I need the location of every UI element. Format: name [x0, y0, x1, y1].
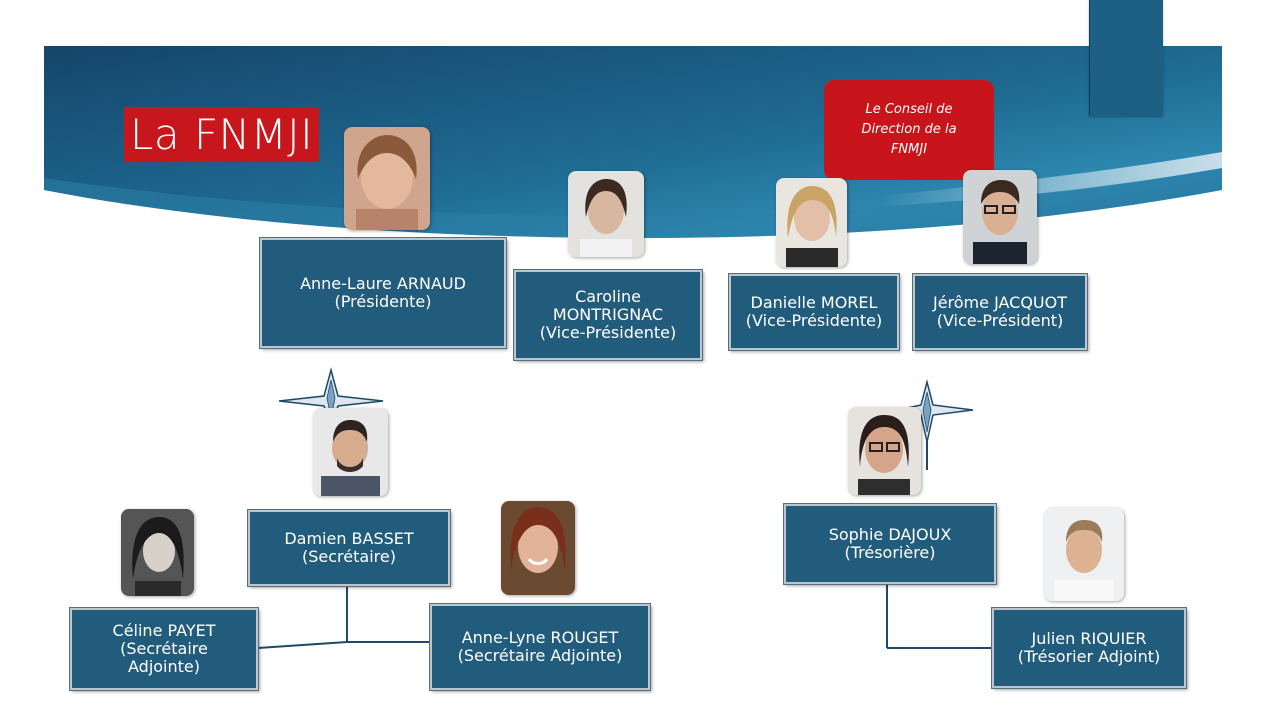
sec-adj1-role: (Secrétaire Adjointe) — [120, 639, 208, 676]
star-ornament-right — [897, 379, 974, 443]
secretary-role: (Secrétaire) — [302, 547, 396, 566]
treas-adj-box: Julien RIQUIER (Trésorier Adjoint) — [991, 607, 1187, 689]
council-label-box: Le Conseil de Direction de la FNMJI — [824, 80, 994, 180]
president-name: Anne-Laure ARNAUD — [300, 274, 466, 293]
president-photo — [344, 127, 430, 230]
vp3-name: Jérôme JACQUOT — [932, 293, 1068, 312]
sec-adj1-name: Céline PAYET — [112, 621, 216, 640]
page-title: La FNMJI — [124, 107, 320, 162]
secretary-photo — [313, 408, 388, 496]
treas-adj-photo — [1044, 508, 1124, 601]
vp3-photo — [963, 170, 1037, 264]
vp2-photo — [776, 178, 847, 267]
secretary-name: Damien BASSET — [284, 529, 414, 548]
treasurer-role: (Trésorière) — [844, 543, 936, 562]
treas-adj-role: (Trésorier Adjoint) — [1017, 647, 1161, 666]
president-role: (Présidente) — [334, 292, 432, 311]
vp3-box: Jérôme JACQUOT (Vice-Président) — [912, 273, 1088, 351]
treas-adj-name: Julien RIQUIER — [1031, 629, 1147, 648]
treasurer-name: Sophie DAJOUX — [828, 525, 952, 544]
sec-adj2-name: Anne-Lyne ROUGET — [461, 628, 619, 647]
vp1-name: Caroline MONTRIGNAC (Vice-Présidente) — [528, 288, 688, 342]
vp1-name-text: Caroline MONTRIGNAC — [552, 287, 664, 324]
sec-adj1-photo — [121, 509, 194, 596]
vp1-box: Caroline MONTRIGNAC (Vice-Présidente) — [513, 269, 703, 361]
treasurer-photo — [848, 407, 921, 495]
vp1-role: (Vice-Présidente) — [539, 323, 677, 342]
vp1-photo — [568, 171, 644, 257]
vp2-box: Danielle MOREL (Vice-Présidente) — [728, 273, 900, 351]
vp3-role: (Vice-Président) — [936, 311, 1064, 330]
treasurer-box: Sophie DAJOUX (Trésorière) — [783, 503, 997, 585]
vp2-role: (Vice-Présidente) — [745, 311, 883, 330]
secretary-box: Damien BASSET (Secrétaire) — [247, 509, 451, 587]
sec-adj2-photo — [501, 501, 575, 595]
corner-accent-bar — [1089, 0, 1163, 116]
sec-adj1-box: Céline PAYET (Secrétaire Adjointe) — [69, 607, 259, 691]
president-box: Anne-Laure ARNAUD (Présidente) — [259, 237, 507, 349]
sec-adj2-box: Anne-Lyne ROUGET (Secrétaire Adjointe) — [429, 603, 651, 691]
council-label: Le Conseil de Direction de la FNMJI — [861, 102, 957, 157]
sec-adj2-role: (Secrétaire Adjointe) — [457, 646, 623, 665]
vp2-name: Danielle MOREL — [750, 293, 878, 312]
